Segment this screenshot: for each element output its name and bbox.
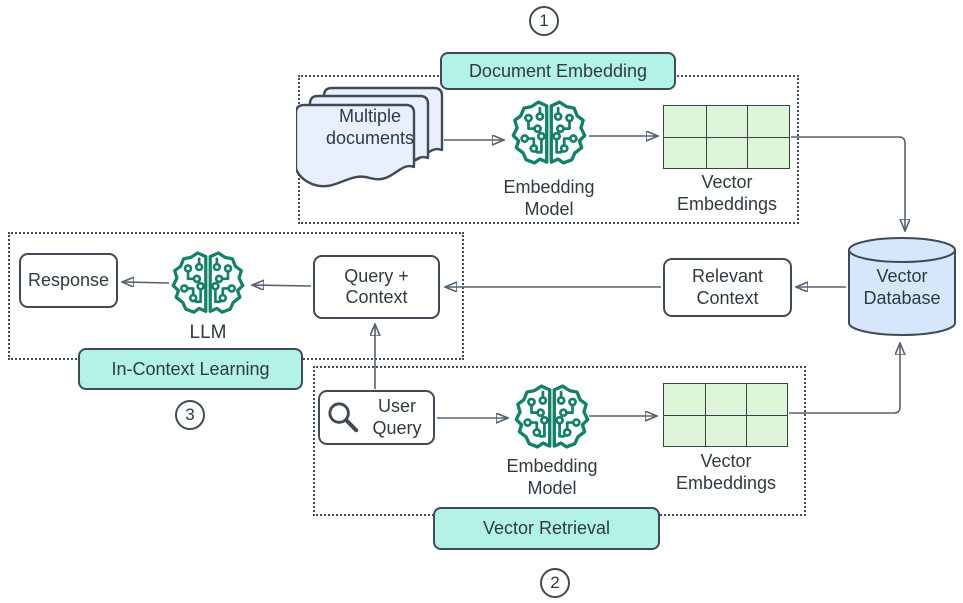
embedding-model-bottom-brain-circuit-icon <box>514 381 590 460</box>
vector-embeddings-bottom-grid <box>663 383 788 447</box>
stage-number-1: 1 <box>529 6 559 36</box>
llm-brain-circuit-icon <box>171 248 245 325</box>
user-query-node: User Query <box>318 390 435 445</box>
vector-embeddings-bottom-label: Vector Embeddings <box>675 451 777 493</box>
vector-embeddings-top-grid <box>663 105 790 169</box>
response-label: Response <box>27 269 110 290</box>
embedding-model-bottom-label: Embedding Model <box>506 456 598 498</box>
embedding-model-top-label: Embedding Model <box>503 177 595 219</box>
vector-embeddings-top-label: Vector Embeddings <box>676 172 778 214</box>
magnifier-icon <box>326 400 361 435</box>
relevant-context-label: Relevant Context <box>691 266 764 308</box>
document-embedding-badge-label: Document Embedding <box>468 60 648 81</box>
stage-number-1-text: 1 <box>539 11 549 30</box>
multiple-documents-label: Multiple documents <box>325 106 415 148</box>
vector-retrieval-badge-label: Vector Retrieval <box>482 518 611 538</box>
stage-number-3: 3 <box>175 400 205 430</box>
vector-retrieval-badge: Vector Retrieval <box>433 507 660 550</box>
user-query-label: User Query <box>372 396 422 438</box>
stage-number-3-text: 3 <box>185 405 195 424</box>
query-plus-context-label: Query + Context <box>344 265 409 307</box>
stacked-documents-icon <box>294 86 446 208</box>
relevant-context-node: Relevant Context <box>663 258 792 317</box>
stage-number-2-text: 2 <box>550 573 560 592</box>
edge-vector-embeddings-top-to-database <box>791 136 905 231</box>
document-embedding-badge: Document Embedding <box>440 52 676 90</box>
stage-number-2: 2 <box>540 568 570 598</box>
response-node: Response <box>19 253 118 308</box>
vector-database-label: Vector Database <box>863 266 941 308</box>
embedding-model-top-brain-circuit-icon <box>511 96 587 177</box>
in-context-learning-badge: In-Context Learning <box>78 348 303 390</box>
llm-label: LLM <box>189 322 227 343</box>
in-context-learning-badge-label: In-Context Learning <box>111 358 270 379</box>
database-cylinder-icon <box>847 236 957 343</box>
query-plus-context-node: Query + Context <box>313 255 440 319</box>
